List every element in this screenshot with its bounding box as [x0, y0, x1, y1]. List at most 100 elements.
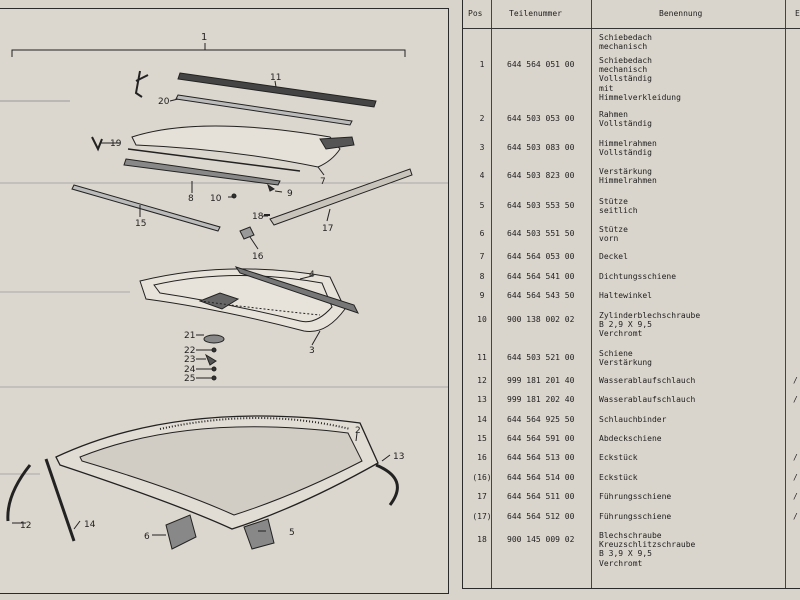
row-pos: 2	[479, 114, 485, 123]
row-pos: 12	[477, 376, 487, 385]
callout-22: 22	[184, 346, 195, 356]
row-note: /	[793, 376, 798, 385]
row-part-number: 644 503 053 00	[507, 114, 575, 123]
row-description: Himmelrahmen Vollständig	[599, 139, 657, 158]
row-description: Zylinderblechschraube B 2,9 X 9,5 Verchr…	[599, 311, 701, 339]
row-part-number: 644 564 925 50	[507, 415, 575, 424]
callout-15: 15	[135, 219, 146, 229]
callout-21: 21	[184, 331, 195, 341]
callout-19: 19	[110, 139, 122, 149]
sunroof-drawing: 1 2 3 4 5 6 7 8 9 10 11 12 13 14 15 16 1…	[0, 32, 448, 550]
row-part-number: 644 503 823 00	[507, 171, 575, 180]
row-pos: (16)	[472, 473, 492, 482]
row-pos: 1	[479, 60, 485, 69]
row-pos: 16	[477, 453, 487, 462]
row-part-number: 644 564 543 50	[507, 291, 575, 300]
table-header: Pos Teilenummer Benennung E	[463, 0, 800, 29]
row-description: Führungsschiene	[599, 492, 672, 501]
row-pos: 18	[477, 535, 487, 544]
row-part-number: 644 564 051 00	[507, 60, 575, 69]
row-note: /	[793, 453, 798, 462]
row-part-number: 644 564 514 00	[507, 473, 575, 482]
row-part-number: 644 564 591 00	[507, 434, 575, 443]
row-description: Schiebedach mechanisch Vollständig mit H…	[599, 56, 681, 102]
row-description: Wasserablaufschlauch	[599, 395, 696, 404]
callout-8: 8	[188, 194, 194, 204]
column-divider	[591, 0, 592, 588]
row-description: Verstärkung Himmelrahmen	[599, 167, 657, 186]
row-pos: 6	[479, 229, 485, 238]
callout-23: 23	[184, 355, 195, 365]
column-divider	[491, 0, 492, 588]
row-description: Schiebedach mechanisch	[599, 33, 652, 52]
row-description: Haltewinkel	[599, 291, 652, 300]
row-pos: 9	[479, 291, 485, 300]
row-part-number: 999 181 202 40	[507, 395, 575, 404]
row-pos: 7	[479, 252, 485, 261]
exploded-diagram: 1 2 3 4 5 6 7 8 9 10 11 12 13 14 15 16 1…	[0, 8, 449, 594]
row-pos: 14	[477, 415, 487, 424]
callout-12: 12	[20, 521, 31, 531]
row-note: /	[793, 395, 798, 404]
row-pos: 17	[477, 492, 487, 501]
row-description: Abdeckschiene	[599, 434, 662, 443]
header-pos: Pos	[468, 9, 483, 18]
callout-17: 17	[322, 224, 333, 234]
row-description: Eckstück	[599, 473, 638, 482]
row-part-number: 644 503 553 50	[507, 201, 575, 210]
callout-4: 4	[309, 270, 315, 280]
header-description: Benennung	[659, 9, 703, 18]
callout-2: 2	[355, 426, 361, 436]
callout-9: 9	[287, 189, 293, 199]
row-description: Blechschraube Kreuzschlitzschraube B 3,9…	[599, 531, 696, 568]
callout-20: 20	[158, 97, 170, 107]
row-pos: 10	[477, 315, 487, 324]
callout-18: 18	[252, 212, 264, 222]
row-note: /	[793, 473, 798, 482]
header-extra: E	[795, 9, 800, 18]
callout-16: 16	[252, 252, 264, 262]
row-description: Dichtungsschiene	[599, 272, 677, 281]
row-pos: 5	[479, 201, 485, 210]
row-description: Rahmen Vollständig	[599, 110, 652, 129]
row-part-number: 900 145 009 02	[507, 535, 575, 544]
row-note: /	[793, 512, 798, 521]
callout-3: 3	[309, 346, 315, 356]
row-description: Stütze vorn	[599, 225, 628, 244]
row-pos: 8	[479, 272, 485, 281]
callout-6: 6	[144, 532, 150, 542]
row-description: Deckel	[599, 252, 628, 261]
row-description: Eckstück	[599, 453, 638, 462]
row-description: Führungsschiene	[599, 512, 672, 521]
row-part-number: 644 564 511 00	[507, 492, 575, 501]
row-note: /	[793, 492, 798, 501]
callout-5: 5	[289, 528, 295, 538]
row-description: Schiene Verstärkung	[599, 349, 652, 368]
row-part-number: 644 503 521 00	[507, 353, 575, 362]
header-part-number: Teilenummer	[509, 9, 562, 18]
row-part-number: 644 564 053 00	[507, 252, 575, 261]
row-part-number: 900 138 002 02	[507, 315, 575, 324]
row-part-number: 644 503 083 00	[507, 143, 575, 152]
row-part-number: 999 181 201 40	[507, 376, 575, 385]
row-pos: (17)	[472, 512, 492, 521]
row-pos: 15	[477, 434, 487, 443]
callout-7: 7	[320, 177, 326, 187]
callout-24: 24	[184, 365, 196, 375]
row-part-number: 644 503 551 50	[507, 229, 575, 238]
parts-table: Pos Teilenummer Benennung E Schiebedach …	[462, 0, 800, 589]
row-part-number: 644 564 513 00	[507, 453, 575, 462]
callout-13: 13	[393, 452, 404, 462]
callout-1: 1	[201, 32, 207, 43]
row-pos: 3	[479, 143, 485, 152]
row-description: Wasserablaufschlauch	[599, 376, 696, 385]
callout-14: 14	[84, 520, 96, 530]
callout-11: 11	[270, 73, 281, 83]
callout-10: 10	[210, 194, 222, 204]
row-pos: 13	[477, 395, 487, 404]
row-description: Schlauchbinder	[599, 415, 667, 424]
column-divider	[785, 0, 786, 588]
callout-25: 25	[184, 374, 195, 384]
row-part-number: 644 564 541 00	[507, 272, 575, 281]
